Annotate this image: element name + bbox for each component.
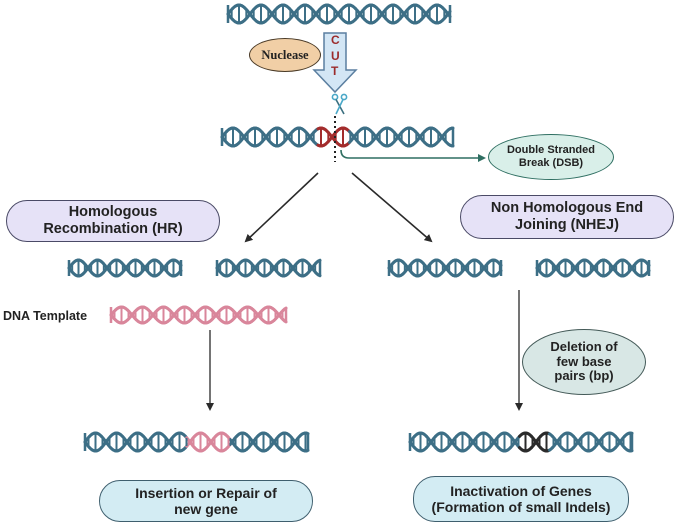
cut-arrow <box>312 32 358 94</box>
dna-fragment-nhej-left <box>387 258 503 278</box>
deletion-text-line3: pairs (bp) <box>554 368 614 384</box>
nhej-outcome-line2: (Formation of small Indels) <box>431 499 611 515</box>
dna-fragment-nhej-right <box>535 258 651 278</box>
nhej-outcome-line1: Inactivation of Genes <box>450 482 592 499</box>
dna-helix-hr-repaired <box>83 431 310 453</box>
dna-template-label: DNA Template <box>3 309 88 323</box>
deletion-text-line1: Deletion of <box>550 338 618 354</box>
hr-text-line2: Recombination (HR) <box>43 221 183 237</box>
dna-fragment-hr-left <box>67 258 183 278</box>
dna-helix-nhej-indel <box>408 431 634 453</box>
dsb-text-line2: Break (DSB) <box>518 157 584 169</box>
hr-text-line1: Homologous <box>68 204 158 221</box>
dna-fragment-hr-right <box>215 258 322 278</box>
cut-letter-c: C <box>331 33 340 47</box>
deletion-label: Deletion of few base pairs (bp) <box>522 329 646 395</box>
dna-helix-original <box>226 3 452 25</box>
dsb-label: Double Stranded Break (DSB) <box>488 134 614 180</box>
nhej-text-line1: Non Homologous End <box>490 200 644 217</box>
arrow-to-nhej <box>351 172 433 243</box>
dna-helix-cut <box>220 126 455 148</box>
nuclease-label: Nuclease <box>249 38 321 72</box>
hr-outcome-line2: new gene <box>174 501 238 517</box>
dsb-connector-arrow <box>340 149 486 162</box>
scissors-icon <box>331 93 348 115</box>
hr-outcome-label: Insertion or Repair of new gene <box>99 480 313 522</box>
cut-letter-u: U <box>331 49 340 63</box>
nuclease-text: Nuclease <box>261 47 309 62</box>
nhej-pathway-label: Non Homologous End Joining (NHEJ) <box>460 195 674 239</box>
dsb-text-line1: Double Stranded <box>506 144 595 157</box>
hr-outcome-line1: Insertion or Repair of <box>135 484 277 501</box>
arrow-to-hr <box>244 172 319 243</box>
deletion-text-line2: few base <box>556 353 612 369</box>
cut-letter-t: T <box>331 64 339 78</box>
dna-template-helix <box>109 305 288 325</box>
nhej-outcome-label: Inactivation of Genes (Formation of smal… <box>413 476 629 522</box>
nhej-text-line2: Joining (NHEJ) <box>515 217 619 233</box>
hr-pathway-label: Homologous Recombination (HR) <box>6 200 220 242</box>
